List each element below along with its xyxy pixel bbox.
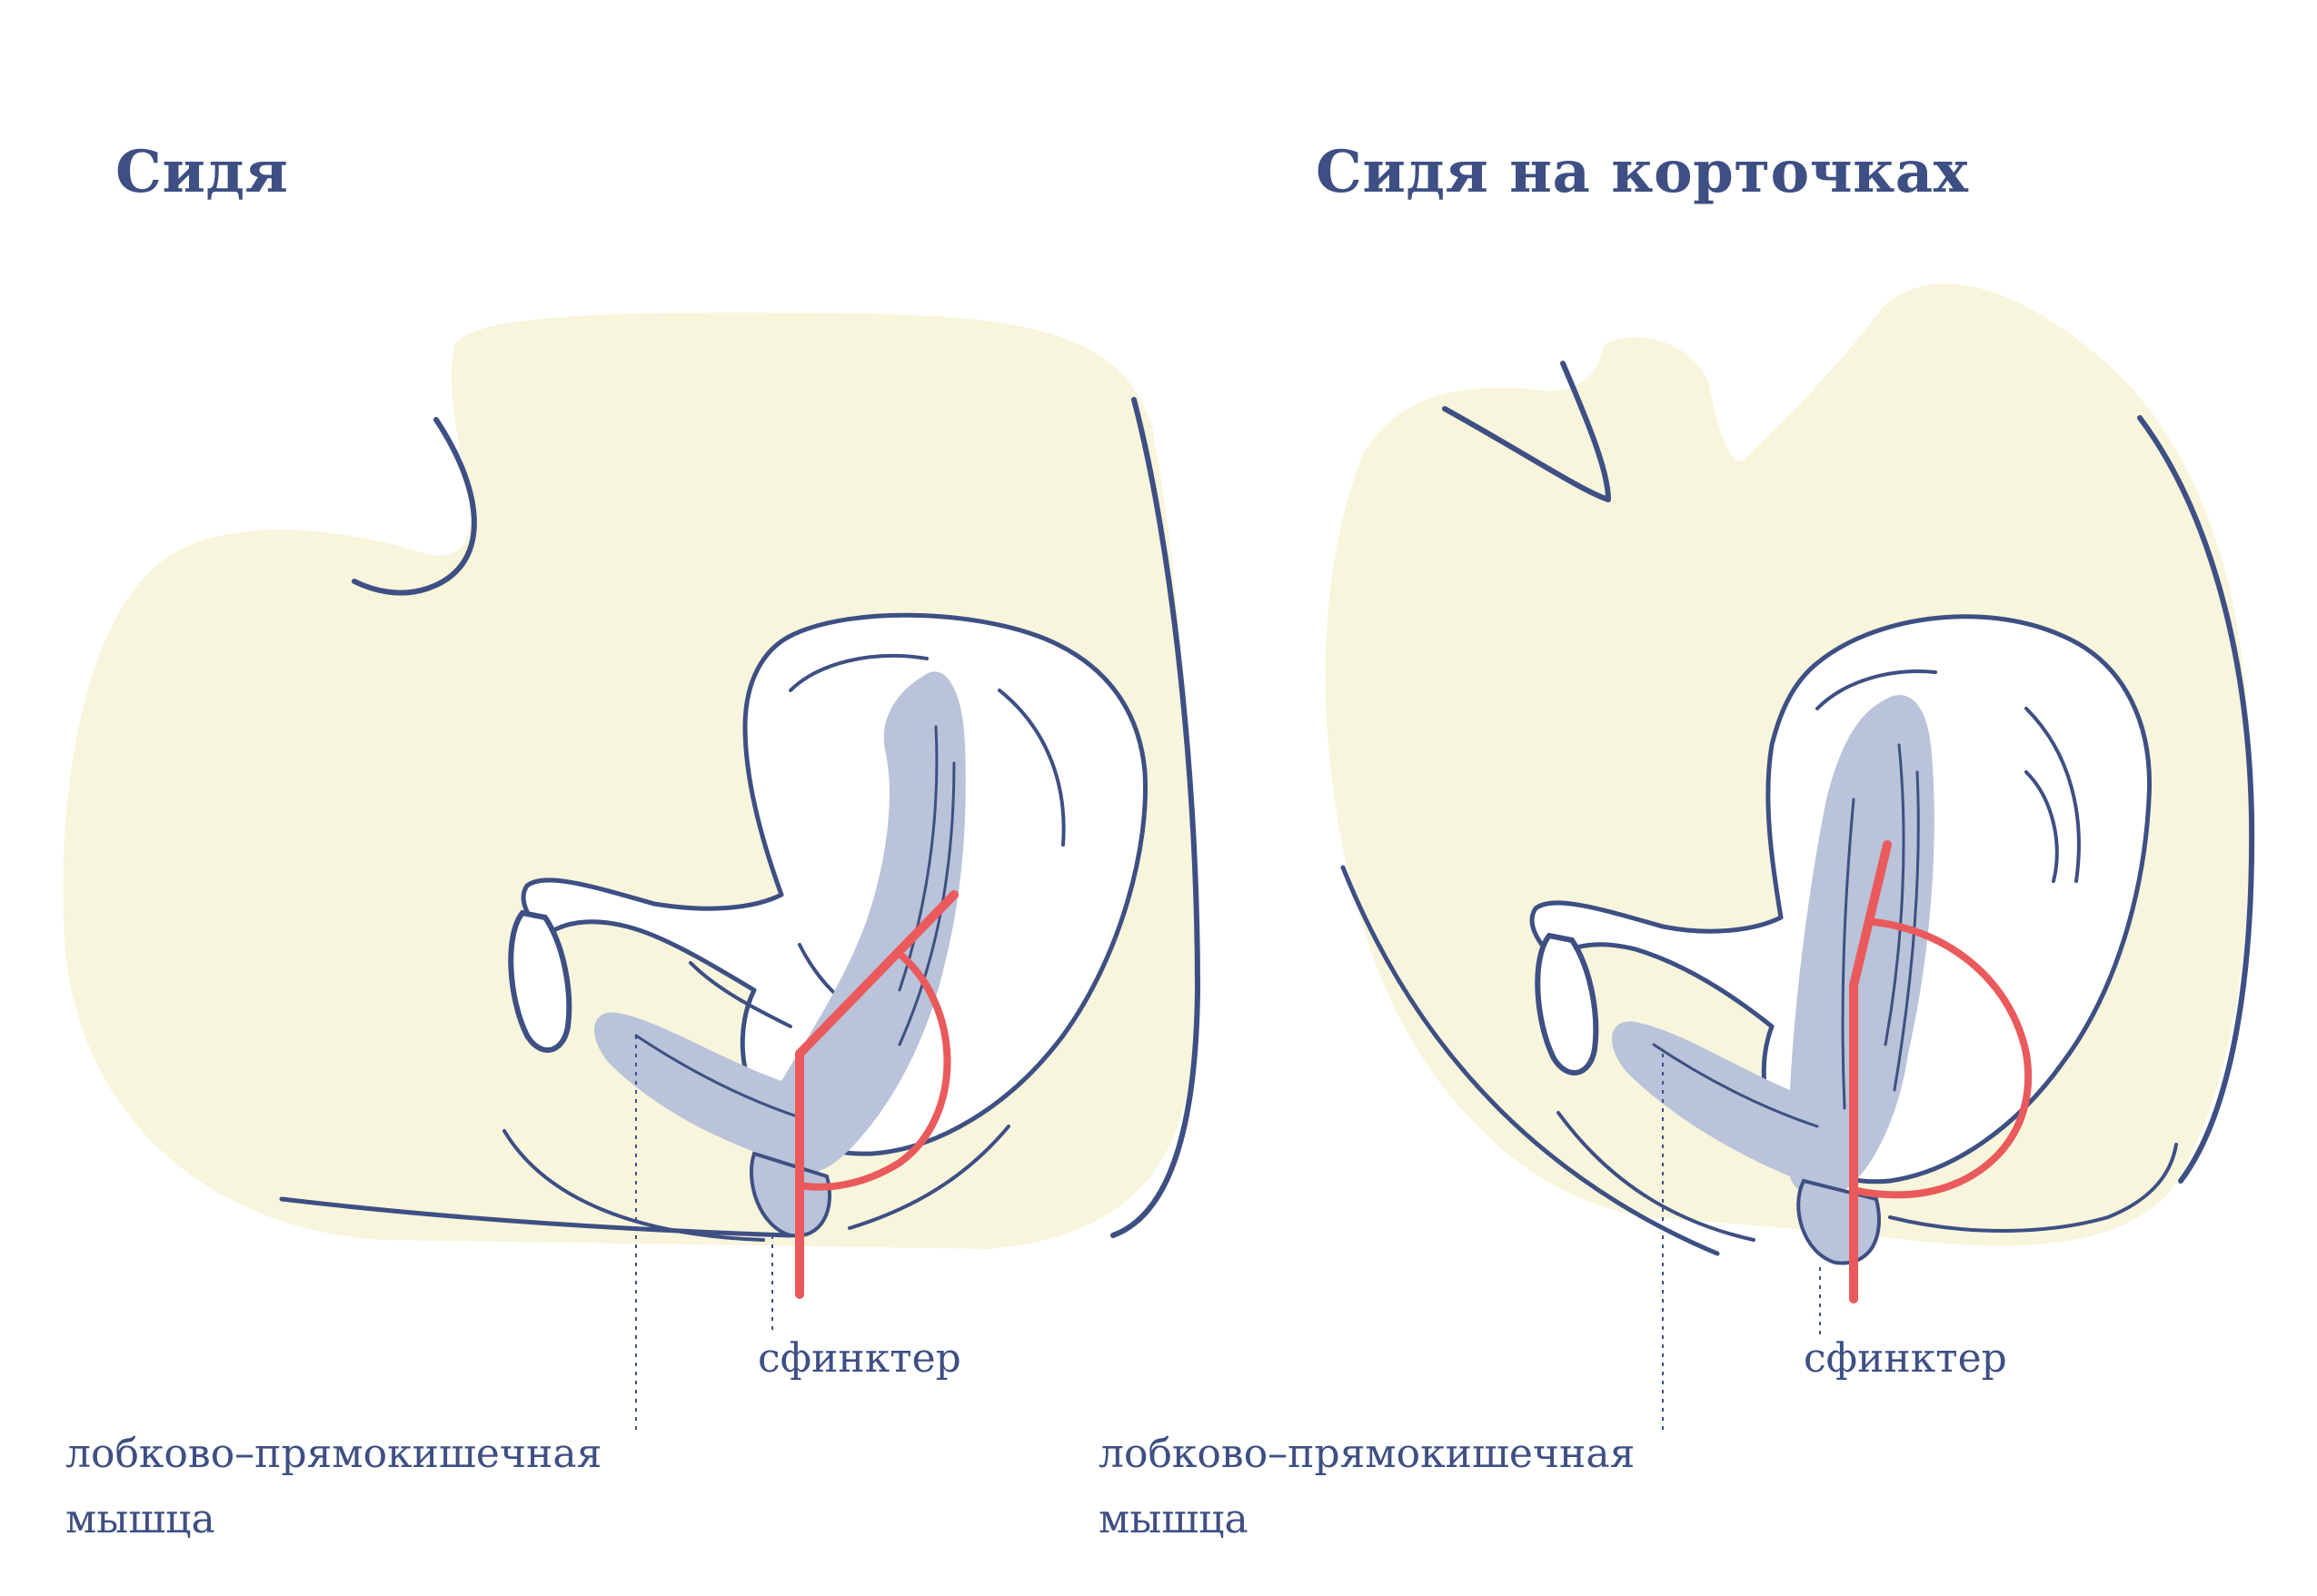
sitting-seat-contour [848,1125,1010,1230]
sitting-muscle-label-line2: мышца [65,1496,215,1542]
squatting-title: Сидя на корточках [1316,138,1969,206]
squatting-anorectal-angle-arc [1850,918,2033,1199]
sitting-pelvis-bone [521,612,1149,1156]
sitting-muscle-label: лобково–прямокишечная мышца [65,1422,602,1552]
squatting-thigh-contour [1340,865,1720,1256]
sitting-anorectal-angle-arc [796,950,951,1191]
squatting-inner-thigh-contour [1556,1111,1755,1242]
squatting-anorectal-angle-lines [1849,840,1892,1304]
sitting-illustration [63,312,1201,1431]
squatting-back-contour [1442,361,1611,502]
sitting-anorectal-angle-lines [795,890,959,1299]
sitting-pubic-bone [508,909,572,1053]
sitting-title: Сидя [115,138,289,206]
sitting-pelvis-detail [689,653,1066,1028]
sitting-rectum [593,671,966,1175]
sitting-thigh-contour [279,1196,793,1238]
squatting-seat-contour [1888,1143,2178,1233]
squatting-buttock-contour [2137,415,2255,1184]
sitting-buttock-contour [1110,397,1201,1238]
sitting-muscle-label-line1: лобково–прямокишечная [65,1431,602,1477]
squatting-illustration [1325,283,2255,1431]
sitting-sphincter-label: сфинктер [758,1335,961,1382]
sitting-anal-canal [749,1151,832,1238]
squatting-pubic-bone [1535,932,1599,1076]
squatting-anal-canal [1796,1178,1881,1265]
squatting-sphincter-label: сфинктер [1804,1335,2007,1382]
sitting-inner-thigh-contour [502,1129,765,1242]
sitting-back-contour [352,417,477,596]
squatting-muscle-label-line1: лобково–прямокишечная [1099,1431,1636,1477]
squatting-muscle-label-line2: мышца [1099,1496,1248,1542]
squatting-muscle-label: лобково–прямокишечная мышца [1099,1422,1635,1552]
squatting-pelvis-detail [1815,669,2081,883]
